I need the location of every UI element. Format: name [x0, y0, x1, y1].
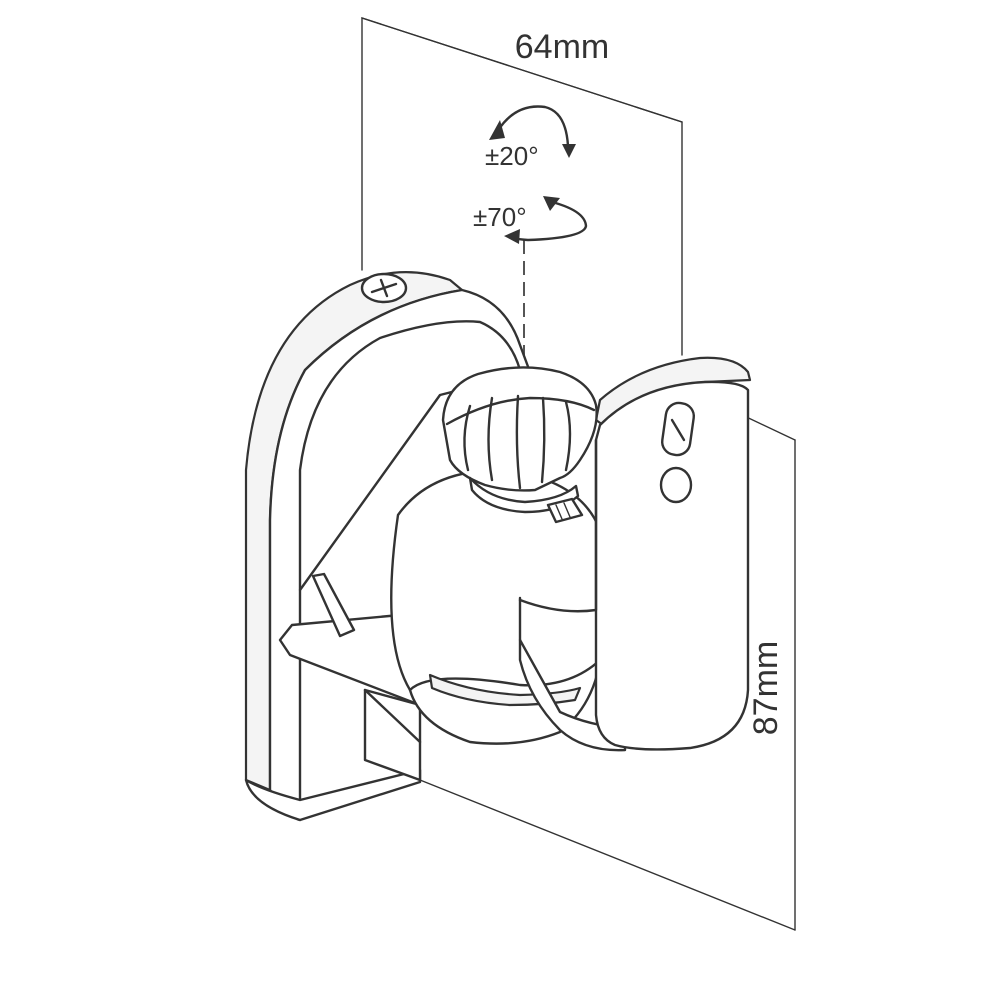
width-dimension-label: 64mm: [515, 28, 609, 66]
locking-knob: [441, 366, 598, 524]
wall-plate: [244, 271, 532, 822]
swivel-indicator: ±70°: [473, 196, 588, 244]
width-dimension: 64mm: [361, 17, 683, 123]
swivel-label: ±70°: [473, 202, 527, 232]
tilt-indicator: ±20°: [485, 105, 576, 171]
tilt-label: ±20°: [485, 141, 539, 171]
speaker-plate: [518, 356, 752, 751]
height-dimension-label: 87mm: [747, 641, 785, 735]
